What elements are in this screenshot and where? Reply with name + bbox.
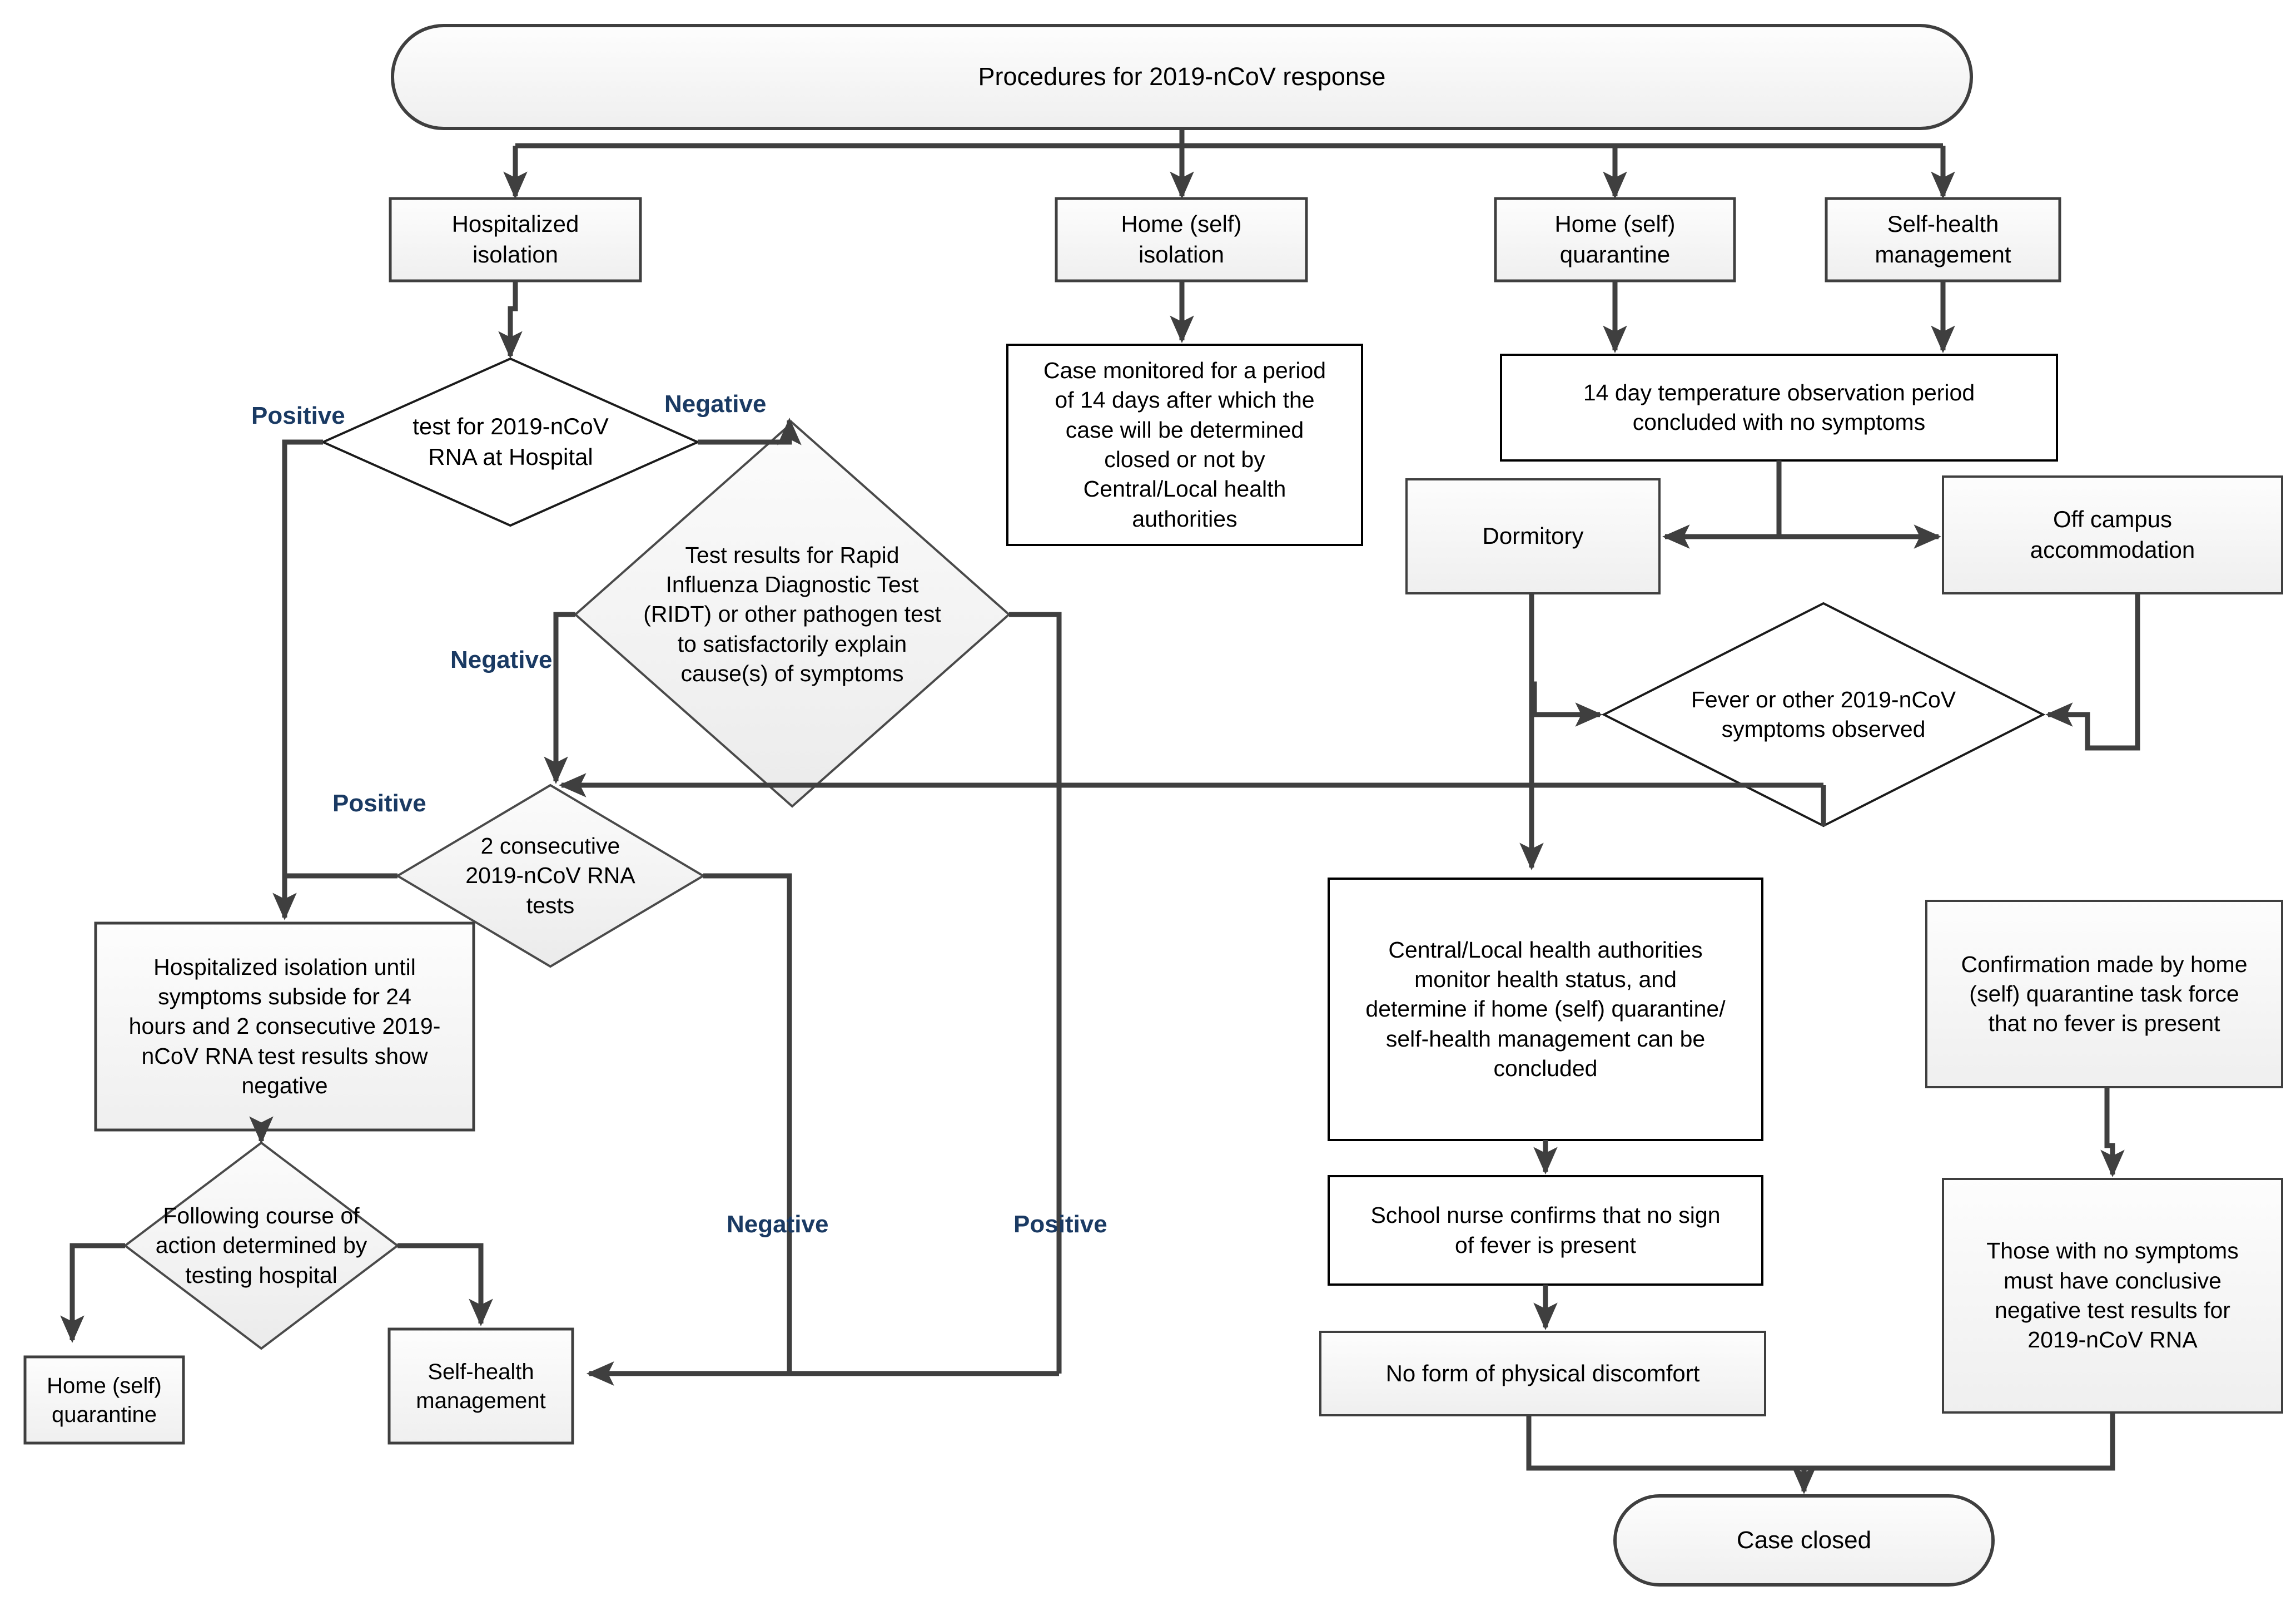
node-home-quar2-shape bbox=[23, 1355, 185, 1445]
edge-ridt-right-down bbox=[1009, 612, 1062, 1374]
edge-label-positive-1: Positive bbox=[251, 402, 345, 429]
edge-label-negative-2: Negative bbox=[450, 646, 553, 673]
node-following-course[interactable] bbox=[125, 1143, 397, 1349]
edge-label-negative-3: Negative bbox=[727, 1211, 829, 1238]
node-self-health2-shape bbox=[387, 1327, 574, 1445]
node-case-closed[interactable] bbox=[1615, 1496, 1993, 1585]
node-no-discomfort[interactable] bbox=[1320, 1332, 1765, 1415]
node-home-quar2[interactable] bbox=[25, 1357, 183, 1443]
node-hosp-until-shape bbox=[94, 921, 475, 1132]
node-off-campus-shape bbox=[1942, 475, 2283, 594]
edge-hosp-iso-to-rna-test bbox=[498, 281, 523, 359]
node-ridt[interactable] bbox=[575, 423, 1009, 806]
edge-label-positive-3: Positive bbox=[1013, 1211, 1107, 1238]
edge-following-to-self-health2 bbox=[397, 1243, 493, 1326]
node-self-health[interactable] bbox=[1826, 199, 2060, 281]
edge-dormitory-to-fever bbox=[1529, 593, 1603, 727]
node-no-symptoms[interactable] bbox=[1943, 1179, 2282, 1412]
node-temp-obs[interactable] bbox=[1501, 355, 2057, 460]
node-home-quar[interactable] bbox=[1495, 199, 1735, 281]
node-off-campus[interactable] bbox=[1943, 477, 2282, 593]
edge-rna-negative-to-ridt bbox=[698, 418, 802, 445]
node-no-discomfort-shape bbox=[1319, 1331, 1766, 1416]
node-start[interactable] bbox=[392, 26, 1971, 128]
node-case-closed-shape bbox=[1613, 1494, 1995, 1587]
node-hosp-iso-shape bbox=[389, 197, 642, 282]
edge-rna-positive-down bbox=[272, 439, 323, 920]
node-dormitory-shape bbox=[1405, 478, 1661, 594]
edge-label-positive-2: Positive bbox=[332, 790, 426, 817]
node-hosp-until[interactable] bbox=[96, 923, 474, 1130]
node-central-local[interactable] bbox=[1329, 879, 1762, 1140]
node-school-nurse[interactable] bbox=[1329, 1176, 1762, 1285]
edge-discomfort-to-join bbox=[1526, 1415, 1804, 1471]
edge-confirmation-to-no-symptoms bbox=[2100, 1087, 2125, 1177]
node-confirmation[interactable] bbox=[1926, 901, 2282, 1087]
node-case-monitored-shape bbox=[1006, 344, 1363, 546]
node-case-monitored[interactable] bbox=[1007, 345, 1362, 545]
edge-ridt-negative-down bbox=[544, 612, 575, 784]
node-following-course-shape bbox=[123, 1141, 400, 1350]
node-ridt-shape bbox=[573, 421, 1011, 808]
node-hosp-iso[interactable] bbox=[390, 199, 640, 281]
edge-label-negative-1: Negative bbox=[664, 390, 767, 418]
edge-following-to-home-quar2 bbox=[60, 1243, 125, 1343]
node-home-iso[interactable] bbox=[1056, 199, 1306, 281]
node-home-quar-shape bbox=[1494, 197, 1736, 282]
node-confirmation-shape bbox=[1925, 900, 2283, 1088]
node-two-consecutive-shape bbox=[395, 784, 705, 968]
node-dormitory[interactable] bbox=[1407, 479, 1659, 593]
node-central-local-shape bbox=[1328, 878, 1763, 1141]
edge-no-symptoms-to-join bbox=[1804, 1412, 2115, 1471]
node-fever-check[interactable] bbox=[1604, 603, 2043, 826]
node-no-symptoms-shape bbox=[1942, 1178, 2283, 1414]
node-rna-test-shape bbox=[320, 357, 700, 527]
edge-off-campus-to-fever bbox=[2045, 593, 2140, 751]
node-self-health2[interactable] bbox=[389, 1329, 573, 1443]
